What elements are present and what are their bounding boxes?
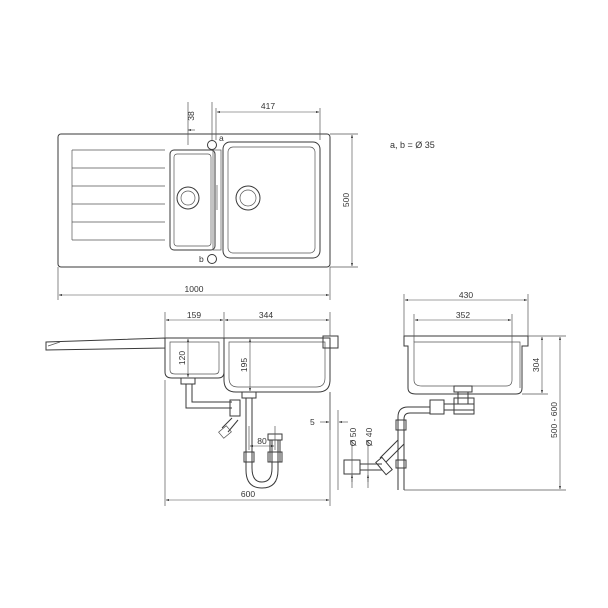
drainer-ribs [71,149,165,241]
small-bowl-top [169,149,216,251]
small-drain [176,186,200,210]
dim-352: 352 [456,310,470,320]
small-bowl-front [164,337,225,379]
overflow-strip [212,149,222,251]
dim-500-600: 500 - 600 [549,402,559,438]
main-drain [235,185,261,211]
drainer-board [45,337,166,351]
dim-pipe-50: Ø 50 [348,428,358,447]
dim-1000: 1000 [185,284,204,294]
dim-500: 500 [341,193,351,207]
siphon-front [245,412,279,489]
dim-600: 600 [241,489,255,499]
main-bowl-front [223,337,331,393]
tap-hole-a [207,140,217,150]
dim-344: 344 [259,310,273,320]
main-waste-pipe [245,398,253,412]
dim-80: 80 [257,436,267,446]
hole-diameter-note: a, b = Ø 35 [390,140,435,150]
sink-side-profile [403,335,529,395]
label-a: a [219,133,224,143]
dim-159: 159 [187,310,201,320]
dim-417: 417 [261,101,275,111]
dim-304: 304 [531,358,541,372]
overflow-pipe [185,384,232,409]
label-b: b [199,254,204,264]
top-view: a b 38 417 500 1000 [57,101,358,300]
dim-120: 120 [177,351,187,365]
dim-195: 195 [239,358,249,372]
side-view: 430 352 304 500 - 600 5 Ø 50 Ø 40 [310,290,566,491]
main-bowl-top [222,141,321,259]
dim-pipe-40: Ø 40 [364,428,374,447]
sink-outline [57,133,331,268]
dim-430: 430 [459,290,473,300]
dim-38: 38 [186,111,196,121]
front-view: 159 344 120 195 80 600 [45,310,339,506]
siphon-side [397,406,430,490]
dim-5: 5 [310,417,315,427]
tap-hole-b [207,254,217,264]
